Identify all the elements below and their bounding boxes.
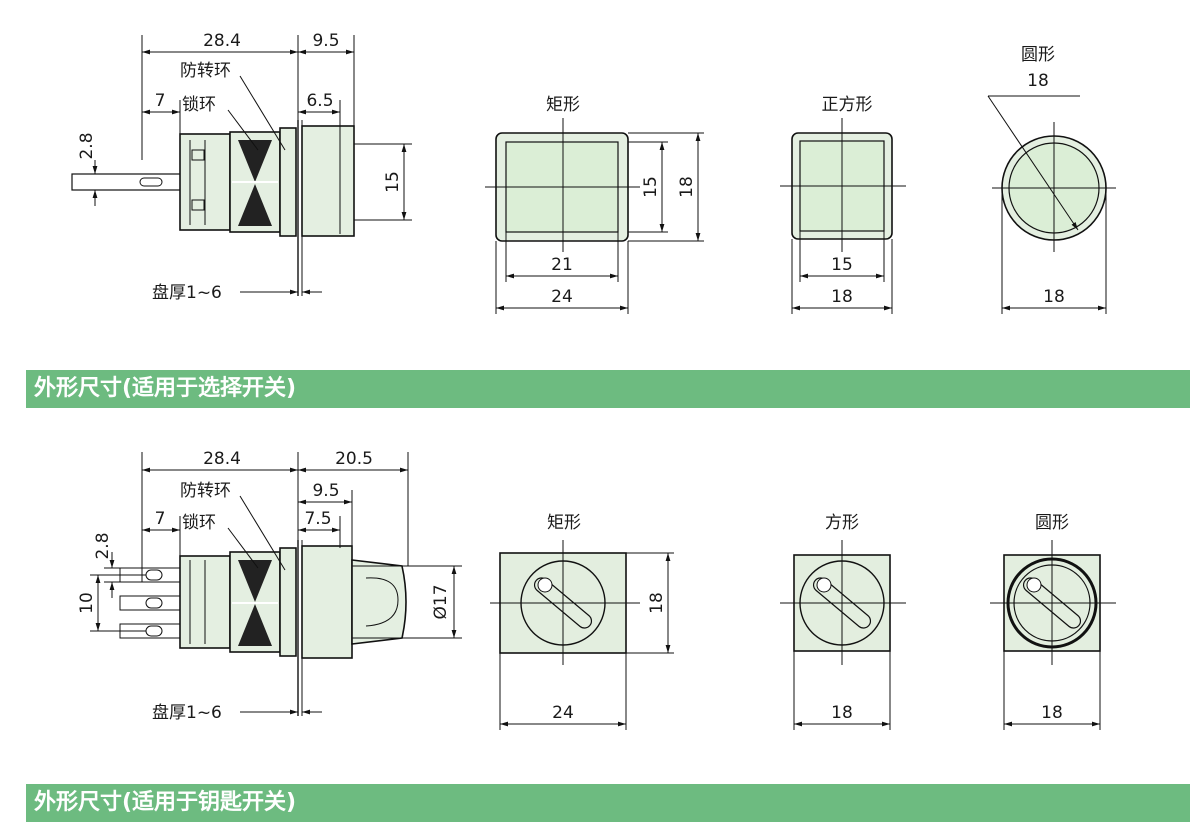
label-lock-ring: 锁环 xyxy=(182,513,216,533)
round-front-top: 圆形 18 18 xyxy=(987,45,1116,314)
rect-dim-24: 24 xyxy=(551,287,573,307)
square-title: 正方形 xyxy=(822,95,873,115)
rect-dim-18: 18 xyxy=(677,176,697,198)
section-banner-selector-switch: 外形尺寸(适用于选择开关) xyxy=(26,370,1190,408)
dim-7-5: 7.5 xyxy=(304,509,331,529)
rect-dim-21: 21 xyxy=(551,255,573,275)
label-panel-thickness: 盘厚1~6 xyxy=(152,703,222,723)
label-anti-rotation-ring: 防转环 xyxy=(180,61,231,81)
dim-7: 7 xyxy=(155,509,166,529)
dim-6-5: 6.5 xyxy=(306,91,333,111)
dim-7: 7 xyxy=(155,91,166,111)
square-title: 方形 xyxy=(825,513,859,533)
round-dim-diag: 18 xyxy=(1027,71,1049,91)
rect-front-bottom: 矩形 18 24 xyxy=(490,513,674,730)
rect-dim-15: 15 xyxy=(641,176,661,198)
dim-20-5: 20.5 xyxy=(335,449,373,469)
rect-front-top: 矩形 15 18 21 24 xyxy=(485,95,704,314)
dim-28-4: 28.4 xyxy=(203,449,241,469)
round-front-bottom: 圆形 18 xyxy=(990,513,1116,730)
dim-diameter-17: Ø17 xyxy=(431,584,451,619)
label-lock-ring: 锁环 xyxy=(182,95,216,115)
dim-2-8: 2.8 xyxy=(77,132,97,159)
square-dim-15: 15 xyxy=(831,255,853,275)
round-title: 圆形 xyxy=(1035,513,1069,533)
dim-28-4: 28.4 xyxy=(203,31,241,51)
square-dim-18: 18 xyxy=(831,287,853,307)
rect-title: 矩形 xyxy=(546,95,580,115)
dim-2-8: 2.8 xyxy=(93,532,113,559)
dim-9-5: 9.5 xyxy=(312,31,339,51)
round-title: 圆形 xyxy=(1021,45,1055,65)
side-view-bottom: 28.4 20.5 9.5 7.5 7 防转环 锁环 盘厚1~6 2.8 10 … xyxy=(77,449,462,723)
section-banner-key-switch: 外形尺寸(适用于钥匙开关) xyxy=(26,784,1190,822)
dim-9-5: 9.5 xyxy=(312,481,339,501)
rect-title: 矩形 xyxy=(547,513,581,533)
rect-dim-24: 24 xyxy=(552,703,574,723)
side-view-top: 28.4 9.5 7 6.5 防转环 锁环 盘厚1~6 2.8 15 xyxy=(71,31,412,303)
square-dim-18: 18 xyxy=(831,703,853,723)
dim-10: 10 xyxy=(77,592,97,614)
rect-dim-18: 18 xyxy=(647,592,667,614)
label-panel-thickness: 盘厚1~6 xyxy=(152,283,222,303)
label-anti-rotation-ring: 防转环 xyxy=(180,481,231,501)
dim-15: 15 xyxy=(383,171,403,193)
square-front-top: 正方形 15 18 xyxy=(780,95,906,314)
square-front-bottom: 方形 18 xyxy=(780,513,906,730)
round-dim-18: 18 xyxy=(1043,287,1065,307)
round-dim-18: 18 xyxy=(1041,703,1063,723)
